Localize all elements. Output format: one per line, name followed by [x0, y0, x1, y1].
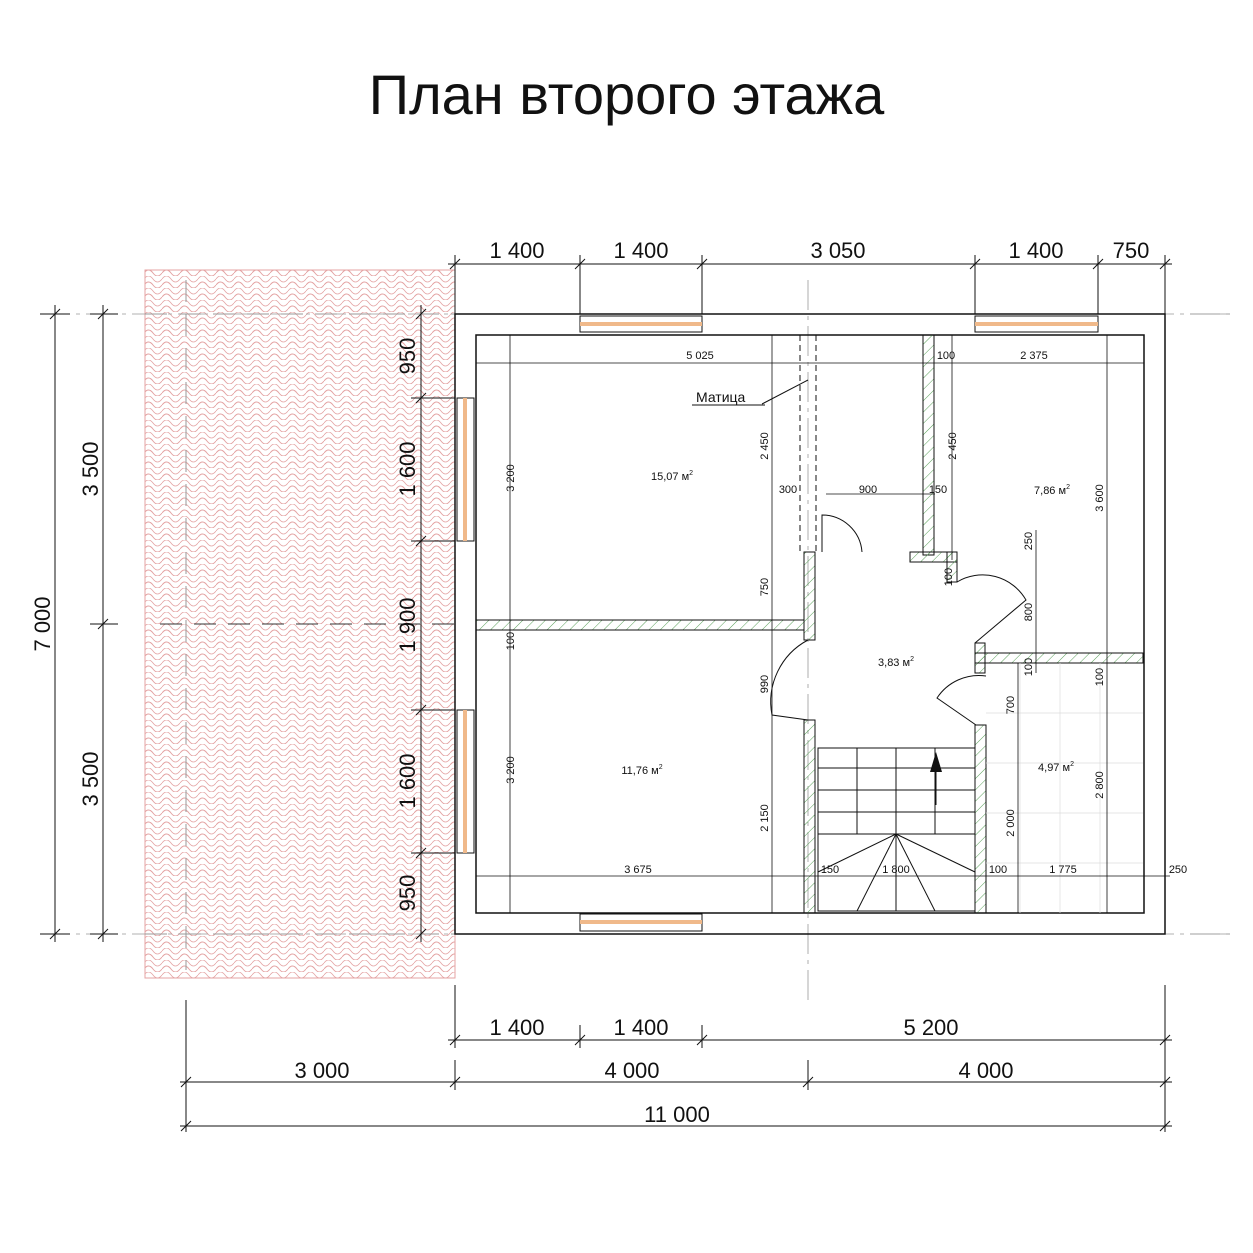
inner-dimension-texts: 5 025 100 2 375 3 200 3 200 100 2 450 2 … [505, 350, 1187, 876]
dim-3600: 3 600 [1094, 484, 1106, 512]
dim-100: 100 [937, 350, 955, 362]
left-dimension-texts: 7 000 3 500 3 500 950 1 600 1 900 1 600 … [30, 338, 420, 912]
dim-100: 100 [505, 632, 517, 650]
dim-750: 750 [759, 578, 771, 596]
inner-dimension-lines [476, 335, 1170, 913]
dim-100: 100 [1094, 668, 1106, 686]
dim-100: 100 [943, 568, 955, 586]
top-dimension-chain [448, 255, 1172, 314]
dim-bottom-total: 11 000 [644, 1102, 710, 1127]
stairs [817, 747, 976, 912]
dim-bottom: 1 400 [613, 1015, 668, 1040]
beam-leader [761, 379, 809, 405]
right-axis-markers [1190, 313, 1230, 935]
bottom-dimension-texts: 1 400 1 400 5 200 3 000 4 000 4 000 11 0… [294, 1015, 1013, 1127]
dim-1775: 1 775 [1049, 864, 1077, 876]
dim-250: 250 [1023, 532, 1035, 550]
dim-left-window: 1 900 [395, 597, 420, 652]
dim-300: 300 [779, 484, 797, 496]
dim-bottom: 4 000 [604, 1058, 659, 1083]
dim-top: 1 400 [489, 238, 544, 263]
room-area-label: 4,97 м2 [1038, 761, 1074, 774]
dim-3200: 3 200 [505, 464, 517, 492]
room-area-label: 3,83 м2 [878, 656, 914, 669]
dim-100: 100 [989, 864, 1007, 876]
dim-bottom: 4 000 [958, 1058, 1013, 1083]
dim-3675: 3 675 [624, 864, 652, 876]
bottom-dimension-chains [180, 985, 1172, 1132]
dim-250: 250 [1169, 864, 1187, 876]
dim-left-window: 1 600 [395, 753, 420, 808]
dim-2800: 2 800 [1094, 771, 1106, 799]
dim-bottom: 5 200 [903, 1015, 958, 1040]
windows [456, 315, 1099, 932]
left-dimension-chains [40, 305, 455, 942]
dim-5025: 5 025 [686, 350, 714, 362]
dim-left-window: 1 600 [395, 441, 420, 496]
dim-left: 3 500 [78, 441, 103, 496]
room-area-label: 15,07 м2 [651, 470, 693, 483]
stairs-arrow-icon [930, 752, 942, 772]
dim-150: 150 [821, 864, 839, 876]
dim-bottom: 3 000 [294, 1058, 349, 1083]
dim-2150: 2 150 [759, 804, 771, 832]
dim-800: 800 [1023, 603, 1035, 621]
dim-left-window: 950 [395, 875, 420, 912]
dim-2000: 2 000 [1005, 809, 1017, 837]
dim-900: 900 [859, 484, 877, 496]
room-area-label: 7,86 м2 [1034, 484, 1070, 497]
dim-left: 3 500 [78, 751, 103, 806]
dim-bottom: 1 400 [489, 1015, 544, 1040]
beam-label: Матица [696, 389, 746, 405]
doors [770, 514, 1027, 726]
dim-2450: 2 450 [759, 432, 771, 460]
dim-top: 3 050 [810, 238, 865, 263]
dim-left-window: 950 [395, 338, 420, 375]
dim-left-total: 7 000 [30, 596, 55, 651]
dim-top: 1 400 [1008, 238, 1063, 263]
dim-top: 1 400 [613, 238, 668, 263]
dim-150: 150 [929, 484, 947, 496]
dim-2375: 2 375 [1020, 350, 1048, 362]
tile-grid [986, 663, 1143, 913]
interior-walls [475, 334, 1144, 914]
dim-3200: 3 200 [505, 756, 517, 784]
beam [799, 335, 817, 552]
dim-990: 990 [759, 675, 771, 693]
top-dimension-texts: 1 400 1 400 3 050 1 400 750 [489, 238, 1149, 263]
dim-700: 700 [1005, 696, 1017, 714]
page-title: План второго этажа [368, 63, 885, 126]
dim-100: 100 [1023, 658, 1035, 676]
room-areas: 15,07 м2 7,86 м2 3,83 м2 11,76 м2 4,97 м… [621, 470, 1074, 777]
dim-top: 750 [1113, 238, 1150, 263]
dim-1800: 1 800 [882, 864, 910, 876]
dim-2450: 2 450 [947, 432, 959, 460]
room-area-label: 11,76 м2 [621, 764, 662, 777]
